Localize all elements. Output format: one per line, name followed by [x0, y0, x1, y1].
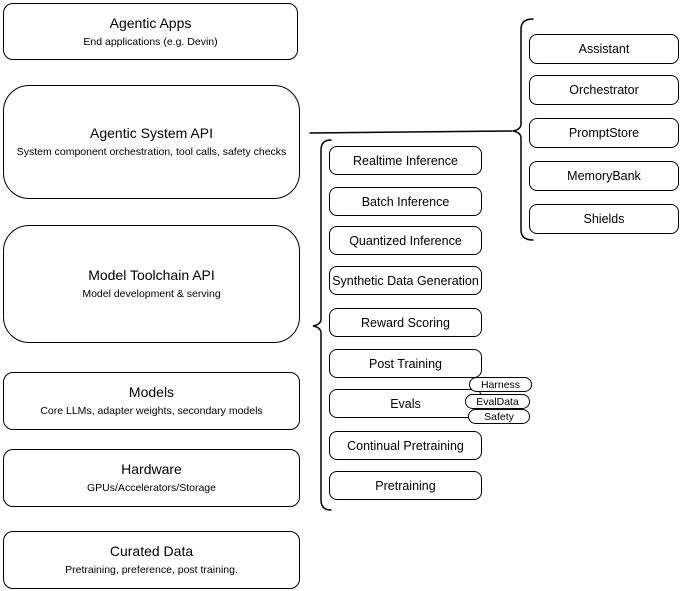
node-label: Assistant [578, 42, 630, 56]
node-subtitle: End applications (e.g. Devin) [83, 35, 218, 48]
node-title: Model Toolchain API [88, 267, 215, 284]
node-synthetic-data-generation: Synthetic Data Generation [329, 266, 482, 295]
tag-label: Harness [480, 378, 521, 391]
node-orchestrator: Orchestrator [529, 75, 679, 105]
node-title: Agentic Apps [109, 14, 192, 31]
tag-label: EvalData [476, 395, 519, 408]
node-label: PromptStore [568, 126, 640, 140]
node-evals: Evals [329, 389, 482, 418]
node-subtitle: Core LLMs, adapter weights, secondary mo… [40, 405, 263, 418]
node-title: Models [128, 384, 175, 401]
node-curated-data: Curated Data Pretraining, preference, po… [3, 531, 300, 589]
node-subtitle: Model development & serving [82, 288, 221, 301]
node-assistant: Assistant [529, 34, 679, 64]
tag-safety: Safety [468, 409, 530, 424]
node-realtime-inference: Realtime Inference [329, 146, 482, 175]
node-label: Continual Pretraining [347, 438, 464, 453]
tag-evaldata: EvalData [465, 394, 530, 409]
system-api-connector-line [309, 130, 513, 134]
node-reward-scoring: Reward Scoring [329, 308, 482, 337]
node-title: Hardware [121, 461, 182, 478]
node-title: Agentic System API [90, 125, 213, 142]
node-label: Shields [583, 212, 625, 226]
node-label: Batch Inference [361, 194, 450, 209]
node-label: Reward Scoring [361, 315, 450, 330]
tag-label: Safety [484, 410, 514, 423]
node-label: Post Training [369, 356, 442, 371]
node-title: Curated Data [109, 543, 194, 560]
node-memorybank: MemoryBank [529, 161, 679, 191]
node-label: Realtime Inference [353, 153, 458, 168]
node-model-toolchain-api: Model Toolchain API Model development & … [3, 225, 300, 343]
node-label: MemoryBank [567, 169, 641, 183]
node-pretraining: Pretraining [329, 471, 482, 500]
node-label: Orchestrator [569, 83, 639, 97]
node-subtitle: Pretraining, preference, post training. [65, 564, 238, 577]
node-label: Pretraining [375, 478, 436, 493]
node-subtitle: System component orchestration, tool cal… [16, 146, 287, 159]
tag-harness: Harness [469, 377, 532, 392]
node-shields: Shields [529, 204, 679, 234]
node-models: Models Core LLMs, adapter weights, secon… [3, 372, 300, 430]
node-agentic-apps: Agentic Apps End applications (e.g. Devi… [3, 3, 298, 60]
node-agentic-system-api: Agentic System API System component orch… [3, 85, 300, 199]
node-promptstore: PromptStore [529, 118, 679, 148]
node-quantized-inference: Quantized Inference [329, 226, 482, 255]
node-label: Synthetic Data Generation [332, 273, 479, 288]
node-post-training: Post Training [329, 349, 482, 378]
node-hardware: Hardware GPUs/Accelerators/Storage [3, 449, 300, 507]
node-label: Evals [390, 396, 421, 411]
node-batch-inference: Batch Inference [329, 187, 482, 216]
node-subtitle: GPUs/Accelerators/Storage [87, 482, 216, 495]
node-label: Quantized Inference [349, 233, 462, 248]
node-continual-pretraining: Continual Pretraining [329, 431, 482, 460]
